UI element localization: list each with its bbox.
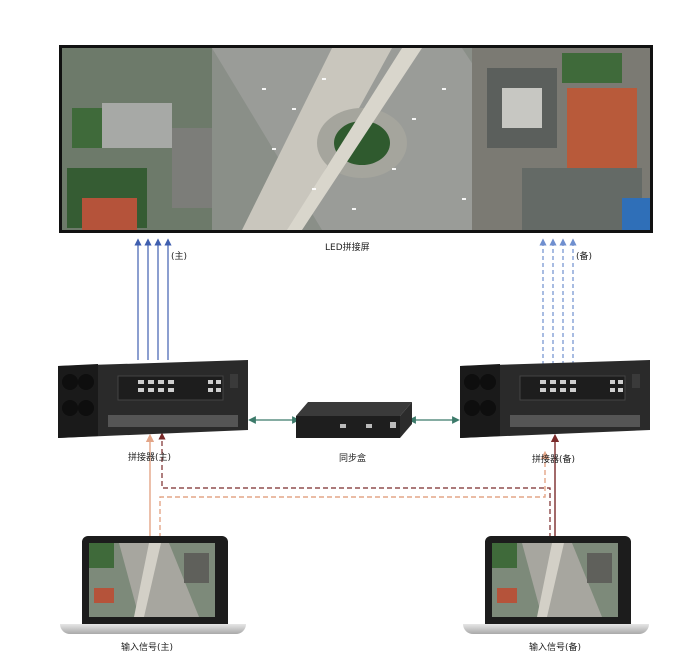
- splicer-main-device: [58, 360, 248, 440]
- aerial-city-image: [62, 48, 650, 230]
- laptop-main: [82, 536, 228, 630]
- main-output-tag: (主): [171, 252, 188, 262]
- laptop-main-screen: [89, 543, 221, 623]
- laptop-backup-screen: [492, 543, 624, 623]
- splicer-main-label: 拼接器(主): [128, 453, 172, 463]
- sync-box-label: 同步盒: [339, 454, 367, 464]
- laptop-main-base: [60, 624, 246, 634]
- backup-output-arrows: [539, 238, 577, 365]
- splicer-backup-label: 拼接器(备): [532, 455, 576, 465]
- led-screen: [59, 45, 653, 233]
- main-output-arrows: [134, 238, 172, 360]
- backup-output-tag: (备): [576, 252, 593, 262]
- sync-box-device: [296, 402, 412, 442]
- input-main-label: 输入信号(主): [121, 643, 174, 653]
- led-screen-label: LED拼接屏: [325, 243, 370, 253]
- laptop-backup: [485, 536, 631, 630]
- laptop-backup-base: [463, 624, 649, 634]
- splicer-backup-device: [460, 360, 650, 440]
- input-backup-label: 输入信号(备): [529, 643, 582, 653]
